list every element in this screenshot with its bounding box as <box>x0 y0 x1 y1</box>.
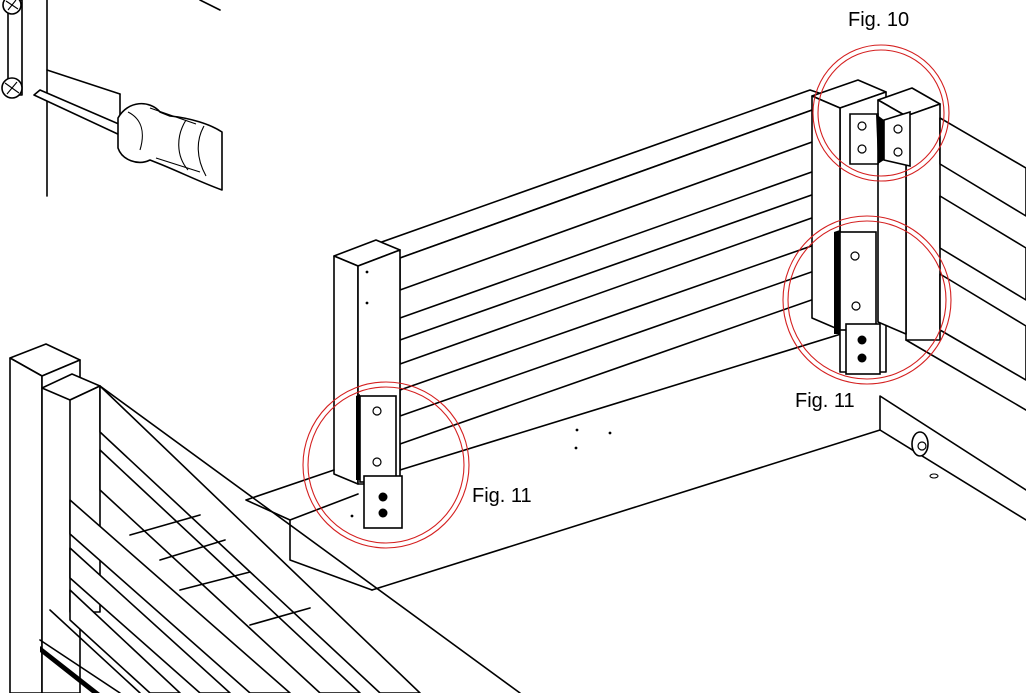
screwdriver-inset <box>1 0 223 197</box>
screw-icon <box>1 77 23 99</box>
back-panel <box>245 89 1026 591</box>
plate-bracket-left <box>356 394 403 529</box>
screw-icon <box>2 0 22 15</box>
fig11-left-label: Fig. 11 <box>472 485 532 507</box>
screwdriver-icon <box>33 89 223 191</box>
callout-ring-fig11-right <box>782 215 952 385</box>
plate-bracket-right <box>834 230 881 375</box>
fig10-label: Fig. 10 <box>848 9 909 31</box>
fig11-right-label: Fig. 11 <box>795 390 855 412</box>
callout-ring-fig11-left <box>302 381 470 549</box>
l-bracket-icon <box>849 110 911 168</box>
callout-ring-fig10 <box>812 44 950 182</box>
right-corner-assembly <box>811 79 1026 479</box>
caster-icon <box>911 431 939 479</box>
left-foreground-panel <box>9 343 521 693</box>
